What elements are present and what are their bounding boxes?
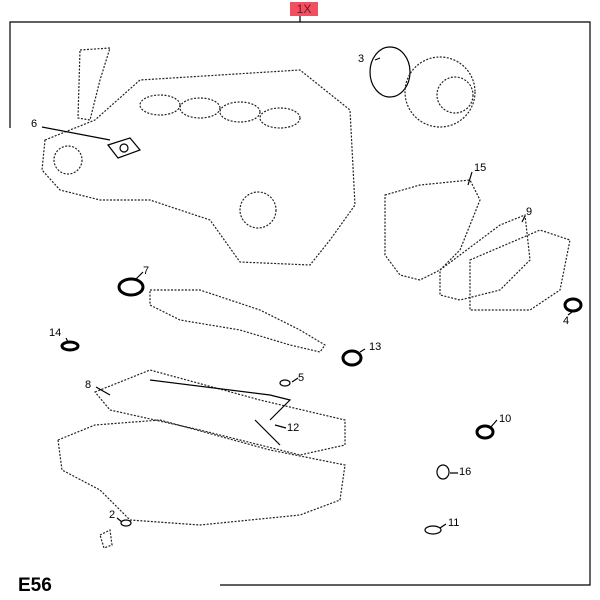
drain-plug-2 bbox=[99, 519, 132, 549]
crankshaft bbox=[149, 289, 326, 353]
leader-lines bbox=[41, 57, 573, 529]
oil-pickup-tube bbox=[149, 379, 292, 446]
assembly-bracket bbox=[9, 12, 591, 586]
callout-10[interactable]: 10 bbox=[499, 413, 512, 425]
seal-14 bbox=[60, 340, 80, 352]
callout-8[interactable]: 8 bbox=[85, 379, 92, 391]
oil-pump-housing bbox=[469, 229, 571, 311]
seal-7 bbox=[117, 277, 145, 297]
water-pump-3 bbox=[369, 46, 476, 128]
callout-4[interactable]: 4 bbox=[563, 315, 570, 327]
callout-15[interactable]: 15 bbox=[474, 162, 487, 174]
callout-13[interactable]: 13 bbox=[369, 341, 382, 353]
engine-block bbox=[41, 47, 356, 266]
seal-10 bbox=[475, 424, 495, 440]
diagram-code: E56 bbox=[18, 575, 52, 596]
callout-14[interactable]: 14 bbox=[49, 327, 62, 339]
o-ring-5 bbox=[279, 379, 291, 387]
callout-3[interactable]: 3 bbox=[358, 53, 365, 65]
front-cover-gasket-15 bbox=[384, 179, 481, 281]
washer-11 bbox=[424, 525, 442, 535]
callout-7[interactable]: 7 bbox=[143, 265, 150, 277]
oil-filler-gasket-6 bbox=[107, 137, 142, 159]
seal-4 bbox=[563, 297, 583, 313]
callout-12[interactable]: 12 bbox=[287, 422, 300, 434]
oil-pan-gasket-8 bbox=[94, 369, 346, 456]
assembly-number-badge[interactable]: 1X bbox=[290, 2, 318, 16]
callout-9[interactable]: 9 bbox=[526, 206, 533, 218]
callout-2[interactable]: 2 bbox=[109, 509, 116, 521]
oil-pan bbox=[57, 419, 346, 526]
callout-16[interactable]: 16 bbox=[459, 466, 472, 478]
seal-16 bbox=[436, 464, 450, 480]
seal-13 bbox=[341, 349, 363, 367]
callout-11[interactable]: 11 bbox=[448, 517, 460, 529]
callout-6[interactable]: 6 bbox=[31, 118, 38, 130]
gasket-9 bbox=[439, 214, 531, 301]
callout-5[interactable]: 5 bbox=[298, 372, 305, 384]
